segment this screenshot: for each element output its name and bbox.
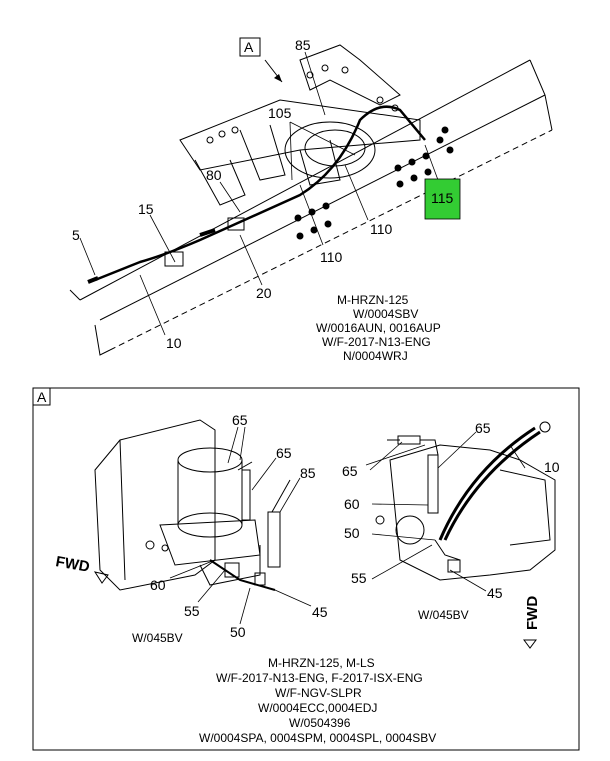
frame-bolts: [294, 126, 454, 240]
callout-20: 20: [256, 285, 272, 301]
right-callout-65-left: 65: [342, 463, 358, 479]
top-note-3: W/0016AUN, 0016AUP: [316, 321, 441, 335]
left-caption: W/045BV: [132, 631, 183, 645]
top-note-1: M-HRZN-125: [337, 293, 409, 307]
left-callout-50: 50: [230, 624, 246, 640]
detail-note-1: M-HRZN-125, M-LS: [268, 656, 375, 670]
detail-note-5: W/0504396: [289, 716, 351, 730]
callout-80: 80: [206, 167, 222, 183]
right-callout-60: 60: [344, 496, 360, 512]
top-note-2: W/0004SBV: [353, 307, 418, 321]
detail-ref-box: [239, 37, 261, 57]
detail-notes: M-HRZN-125, M-LS W/F-2017-N13-ENG, F-201…: [199, 656, 436, 745]
left-callout-55: 55: [184, 603, 200, 619]
detail-view-label-box: [32, 387, 51, 406]
left-callout-45: 45: [312, 604, 328, 620]
left-callout-65-side: 65: [276, 445, 292, 461]
right-fwd-label: FWD: [524, 596, 541, 630]
top-note-4: W/F-2017-N13-ENG: [322, 335, 431, 349]
top-view: [69, 44, 553, 356]
right-fwd-arrow: [523, 639, 537, 649]
callout-115-highlight[interactable]: [424, 178, 461, 220]
detail-view-label: A: [37, 389, 47, 405]
detail-ref-arrowhead: [274, 74, 282, 82]
left-callout-60: 60: [150, 577, 166, 593]
callout-105: 105: [268, 105, 292, 121]
left-detail-drawing: [94, 419, 291, 591]
callout-85: 85: [295, 37, 311, 53]
right-callout-65-top: 65: [475, 420, 491, 436]
callout-10: 10: [166, 335, 182, 351]
left-callout-85: 85: [300, 465, 316, 481]
detail-note-4: W/0004ECC,0004EDJ: [258, 701, 377, 715]
right-callout-45: 45: [487, 585, 503, 601]
detail-note-6: W/0004SPA, 0004SPM, 0004SPL, 0004SBV: [199, 731, 436, 745]
left-fwd-arrow: [93, 571, 109, 584]
top-note-5: N/0004WRJ: [343, 349, 408, 363]
detail-note-3: W/F-NGV-SLPR: [275, 686, 362, 700]
detail-ref-label: A: [244, 39, 254, 55]
right-detail-drawing: [375, 421, 556, 581]
air-line: [87, 105, 426, 284]
callout-110-left: 110: [320, 249, 343, 265]
right-callout-55: 55: [351, 570, 367, 586]
callout-110-right: 110: [370, 221, 393, 237]
frame-rail: [69, 59, 553, 356]
right-caption: W/045BV: [418, 608, 469, 622]
detail-note-2: W/F-2017-N13-ENG, F-2017-ISX-ENG: [216, 671, 423, 685]
left-fwd-label: FWD: [54, 553, 91, 576]
top-notes: M-HRZN-125 W/0004SBV W/0016AUN, 0016AUP …: [316, 293, 441, 363]
callout-5: 5: [72, 227, 80, 243]
left-detail-leaders: [169, 426, 312, 625]
right-detail-leaders: [365, 431, 526, 592]
right-callout-10: 10: [544, 459, 560, 475]
detail-view-border: [32, 387, 580, 751]
top-callouts: [79, 51, 439, 336]
callout-115[interactable]: 115: [431, 190, 454, 206]
left-callout-65-top: 65: [232, 412, 248, 428]
callout-15: 15: [138, 201, 154, 217]
right-callout-50: 50: [344, 525, 360, 541]
